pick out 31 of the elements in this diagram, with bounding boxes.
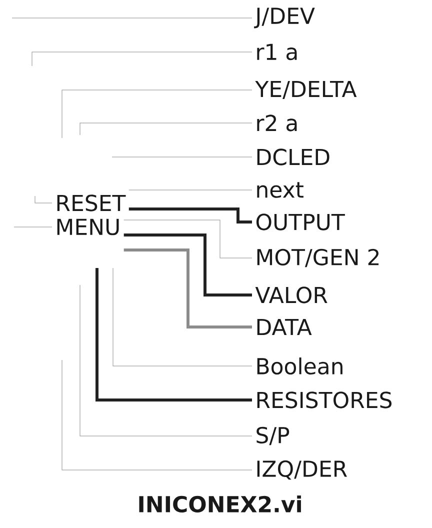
wire <box>124 248 252 328</box>
caption: INICONEX2.vi <box>139 495 301 513</box>
terminal-label: MOT/GEN 2 <box>257 248 379 268</box>
wire <box>80 284 252 436</box>
wire <box>124 234 252 296</box>
wire <box>96 268 252 402</box>
terminal-label: RESISTORES <box>257 392 392 408</box>
wire <box>32 52 252 66</box>
wire <box>62 90 252 138</box>
terminal-label: VALOR <box>255 286 328 304</box>
terminal-label: RESET <box>57 194 126 212</box>
terminal-label: OUTPUT <box>256 214 345 230</box>
terminal-label: next <box>257 182 304 198</box>
wire <box>34 196 52 204</box>
wire <box>128 208 252 224</box>
terminal-label: S/P <box>256 426 290 446</box>
wire <box>14 226 52 228</box>
wire <box>80 122 252 136</box>
terminal-label: YE/DELTA <box>255 80 357 100</box>
terminal-label: DCLED <box>257 148 330 166</box>
terminal-label: IZQ/DER <box>257 460 347 480</box>
terminal-label: J/DEV <box>254 8 315 28</box>
wire <box>62 360 252 470</box>
wire <box>112 156 252 158</box>
terminal-label: DATA <box>257 318 312 336</box>
terminal-label: r1 a <box>257 44 297 60</box>
terminal-label: r2 a <box>257 114 297 132</box>
terminal-label: MENU <box>57 218 119 236</box>
wire <box>124 220 252 258</box>
terminal-label: Boolean <box>257 357 342 375</box>
wire <box>112 268 252 366</box>
